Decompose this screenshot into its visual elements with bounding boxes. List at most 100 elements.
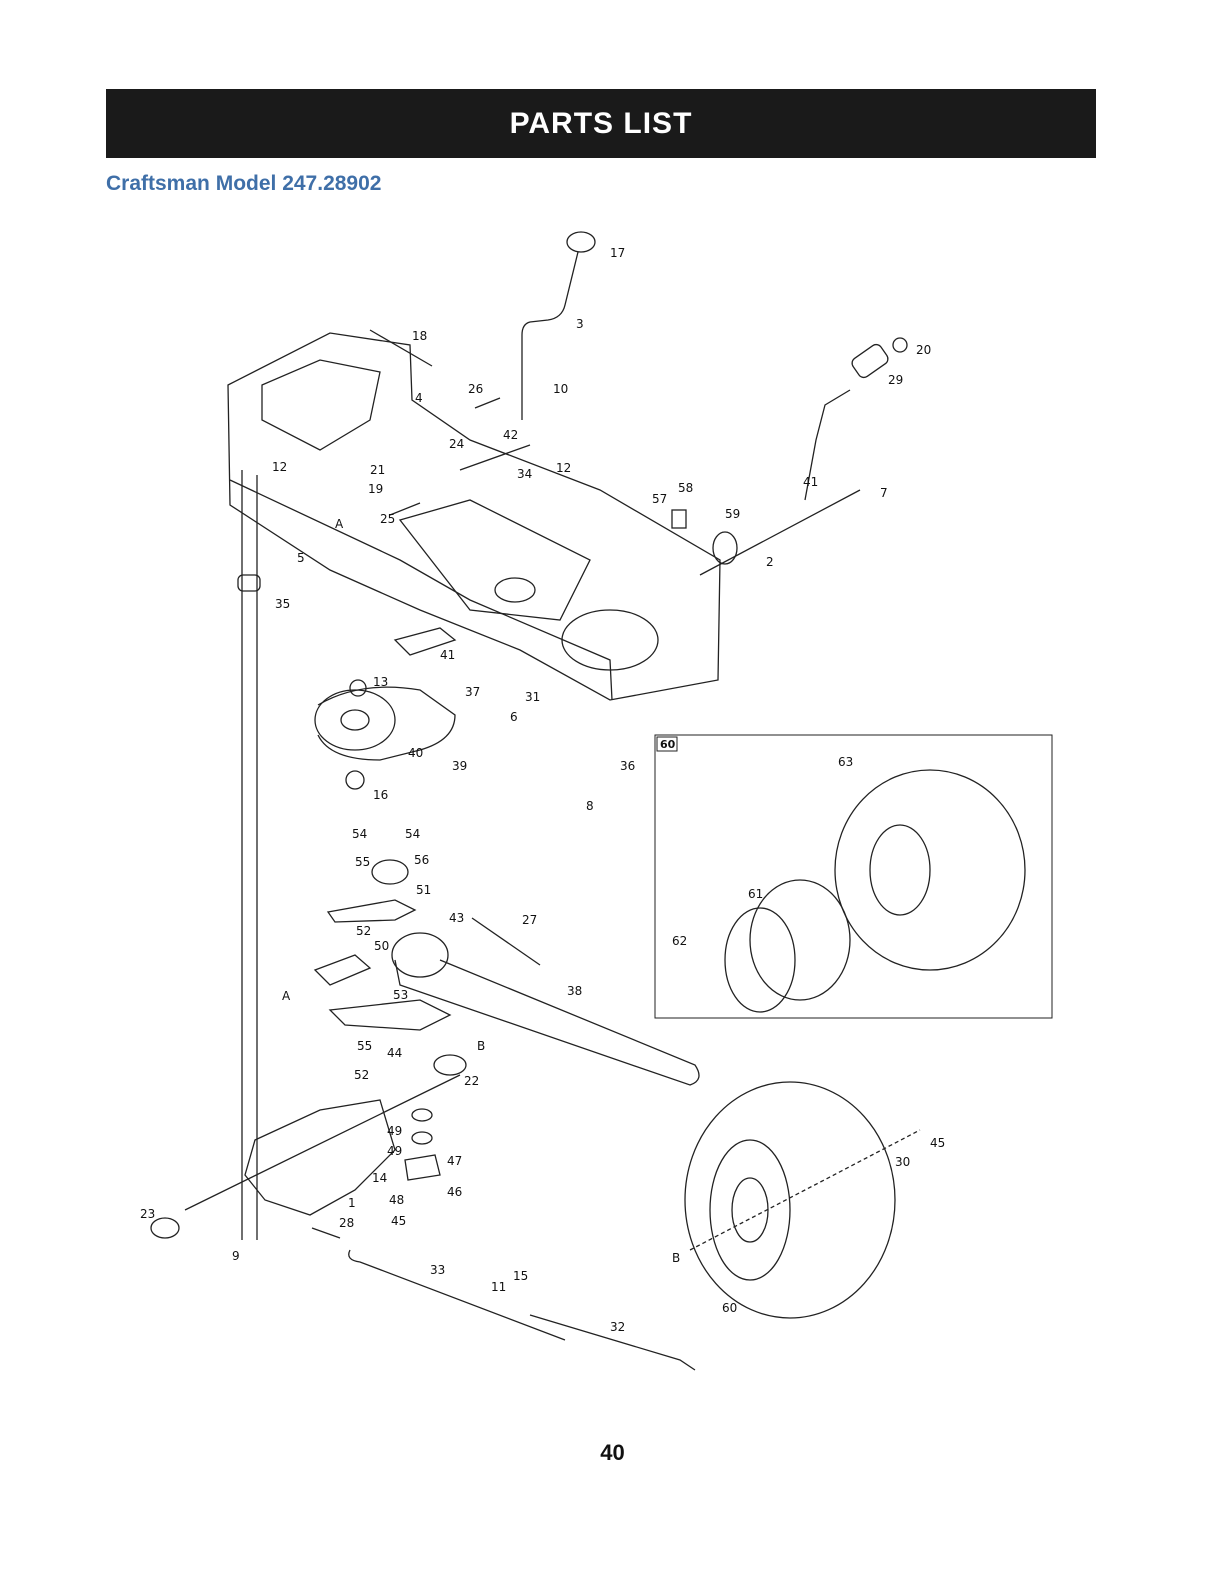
callout-52-bottom: 52 bbox=[354, 1068, 369, 1082]
callout-57: 57 bbox=[652, 492, 667, 506]
callout-14: 14 bbox=[372, 1171, 387, 1185]
callout-A-top: A bbox=[335, 517, 344, 531]
axle-bushing-23 bbox=[151, 1218, 179, 1238]
callout-B-top: B bbox=[477, 1039, 485, 1053]
bearing-16 bbox=[346, 771, 364, 789]
callout-51: 51 bbox=[416, 883, 431, 897]
callout-20: 20 bbox=[916, 343, 931, 357]
callout-25: 25 bbox=[380, 512, 395, 526]
callout-16: 16 bbox=[373, 788, 388, 802]
pedal-pad bbox=[850, 342, 890, 380]
callout-1: 1 bbox=[348, 1196, 356, 1210]
drive-belt-38 bbox=[395, 960, 699, 1085]
callout-3: 3 bbox=[576, 317, 584, 331]
engine-pulley-hub bbox=[341, 710, 369, 730]
callout-B-bottom: B bbox=[672, 1251, 680, 1265]
wheel-60-rim bbox=[710, 1140, 790, 1280]
callout-29: 29 bbox=[888, 373, 903, 387]
callout-9: 9 bbox=[232, 1249, 240, 1263]
bracket-57 bbox=[672, 510, 686, 528]
callout-36: 36 bbox=[620, 759, 635, 773]
callout-28: 28 bbox=[339, 1216, 354, 1230]
callout-40: 40 bbox=[408, 746, 423, 760]
callout-54-left: 54 bbox=[352, 827, 367, 841]
pedal-plate bbox=[713, 532, 737, 564]
callout-43: 43 bbox=[449, 911, 464, 925]
axle-shaft bbox=[185, 1075, 460, 1210]
callout-47: 47 bbox=[447, 1154, 462, 1168]
shift-lever bbox=[522, 252, 578, 420]
nut-13 bbox=[350, 680, 366, 696]
callout-49-top: 49 bbox=[387, 1124, 402, 1138]
callout-4: 4 bbox=[415, 391, 423, 405]
callout-11: 11 bbox=[491, 1280, 506, 1294]
callout-59: 59 bbox=[725, 507, 740, 521]
callout-41-pedal: 41 bbox=[803, 475, 818, 489]
idler-arm-44 bbox=[330, 1000, 450, 1030]
callout-13: 13 bbox=[373, 675, 388, 689]
transmission-pulley-43 bbox=[392, 933, 448, 977]
idler-pulley-56 bbox=[372, 860, 408, 884]
callout-26: 26 bbox=[468, 382, 483, 396]
shift-knob bbox=[567, 232, 595, 252]
belt-40 bbox=[318, 687, 455, 760]
callout-45-left: 45 bbox=[391, 1214, 406, 1228]
callout-19: 19 bbox=[368, 482, 383, 496]
callout-49-bottom: 49 bbox=[387, 1144, 402, 1158]
callout-A-bottom: A bbox=[282, 989, 291, 1003]
axle-dashed-line bbox=[690, 1130, 920, 1250]
washer-49b bbox=[412, 1132, 432, 1144]
callout-39: 39 bbox=[452, 759, 467, 773]
wheel-60-hub bbox=[732, 1178, 768, 1242]
callout-41-lower: 41 bbox=[440, 648, 455, 662]
page-number: 40 bbox=[0, 1440, 1225, 1466]
callout-18: 18 bbox=[412, 329, 427, 343]
callout-2: 2 bbox=[766, 555, 774, 569]
callout-52-top: 52 bbox=[356, 924, 371, 938]
callout-46: 46 bbox=[447, 1185, 462, 1199]
callout-17: 17 bbox=[610, 246, 625, 260]
callout-37: 37 bbox=[465, 685, 480, 699]
callout-15: 15 bbox=[513, 1269, 528, 1283]
bracket-50 bbox=[315, 955, 370, 985]
callout-55-bottom: 55 bbox=[357, 1039, 372, 1053]
callout-63: 63 bbox=[838, 755, 853, 769]
callout-12-right: 12 bbox=[556, 461, 571, 475]
rod-33 bbox=[349, 1250, 565, 1340]
callout-5: 5 bbox=[297, 551, 305, 565]
callout-31: 31 bbox=[525, 690, 540, 704]
callout-33: 33 bbox=[430, 1263, 445, 1277]
idler-bracket-51 bbox=[328, 900, 415, 922]
inset-box bbox=[655, 735, 1052, 1018]
callout-24: 24 bbox=[449, 437, 464, 451]
callout-42: 42 bbox=[503, 428, 518, 442]
callout-8: 8 bbox=[586, 799, 594, 813]
washer-49a bbox=[412, 1109, 432, 1121]
hub-47 bbox=[405, 1155, 440, 1180]
callout-45-right: 45 bbox=[930, 1136, 945, 1150]
chassis-top-opening bbox=[262, 360, 380, 450]
callout-38: 38 bbox=[567, 984, 582, 998]
chassis-side-rail bbox=[230, 480, 612, 700]
spring-28 bbox=[312, 1228, 340, 1238]
callout-10: 10 bbox=[553, 382, 568, 396]
callout-6: 6 bbox=[510, 710, 518, 724]
inset-rim-61 bbox=[750, 880, 850, 1000]
pedal-cap bbox=[893, 338, 907, 352]
diagram-artwork bbox=[151, 232, 1052, 1370]
bushing-22 bbox=[434, 1055, 466, 1075]
callout-21: 21 bbox=[370, 463, 385, 477]
callout-61: 61 bbox=[748, 887, 763, 901]
callout-27: 27 bbox=[522, 913, 537, 927]
callout-54-right: 54 bbox=[405, 827, 420, 841]
callout-35: 35 bbox=[275, 597, 290, 611]
callout-62: 62 bbox=[672, 934, 687, 948]
callout-30: 30 bbox=[895, 1155, 910, 1169]
callout-12-left: 12 bbox=[272, 460, 287, 474]
callout-34: 34 bbox=[517, 467, 532, 481]
inset-rim-inner bbox=[725, 908, 795, 1012]
inset-box-label: 60 bbox=[660, 738, 676, 751]
callout-48: 48 bbox=[389, 1193, 404, 1207]
callout-60: 60 bbox=[722, 1301, 737, 1315]
